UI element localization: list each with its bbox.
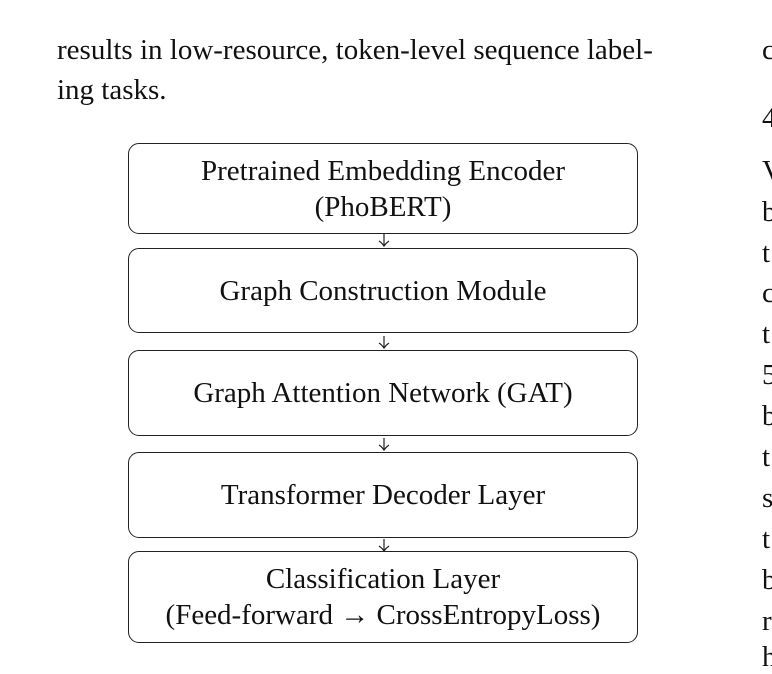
diagram-box-transformer-decoder: Transformer Decoder Layer	[128, 452, 638, 538]
down-arrow-icon	[378, 234, 390, 248]
right-column-fragment: r	[762, 605, 772, 637]
right-column-fragment: h	[762, 641, 772, 673]
right-column-fragment: t	[762, 237, 771, 269]
right-column-fragment: b	[762, 400, 772, 432]
diagram-box-title: Graph Construction Module	[219, 274, 547, 307]
right-column-fragment: t	[762, 441, 771, 473]
diagram-box-embedding-encoder: Pretrained Embedding Encoder (PhoBERT)	[128, 143, 638, 234]
down-arrow-icon	[378, 438, 390, 452]
diagram-box-title: Transformer Decoder Layer	[220, 479, 546, 511]
diagram-box-subtitle: (Feed-forward → CrossEntropyLoss)	[165, 599, 601, 631]
right-column-fragment: t	[762, 523, 771, 555]
diagram-box-classification: Classification Layer (Feed-forward → Cro…	[128, 551, 638, 643]
right-column-fragment: 5	[762, 359, 772, 391]
right-column-fragment: t	[762, 318, 771, 350]
right-column-fragment: 4	[762, 102, 772, 134]
right-column-fragment: c	[762, 34, 772, 66]
paragraph-line-2: ing tasks.	[57, 74, 167, 106]
right-column-fragment: V	[762, 154, 772, 188]
paragraph-line-1: results in low-resource, token-level seq…	[57, 34, 653, 66]
diagram-box-title: Classification Layer	[265, 563, 501, 595]
diagram-box-title: Graph Attention Network (GAT)	[193, 377, 573, 409]
diagram-box-subtitle: (PhoBERT)	[314, 190, 452, 223]
right-column-fragment: b	[762, 564, 772, 596]
right-column-fragment: b	[762, 196, 772, 228]
diagram-box-graph-construction: Graph Construction Module	[128, 248, 638, 333]
right-column-fragment: s	[762, 482, 772, 514]
diagram-box-gat: Graph Attention Network (GAT)	[128, 350, 638, 436]
down-arrow-icon	[378, 336, 390, 350]
diagram-box-title: Pretrained Embedding Encoder	[201, 154, 565, 187]
right-column-fragment: c	[762, 277, 772, 309]
